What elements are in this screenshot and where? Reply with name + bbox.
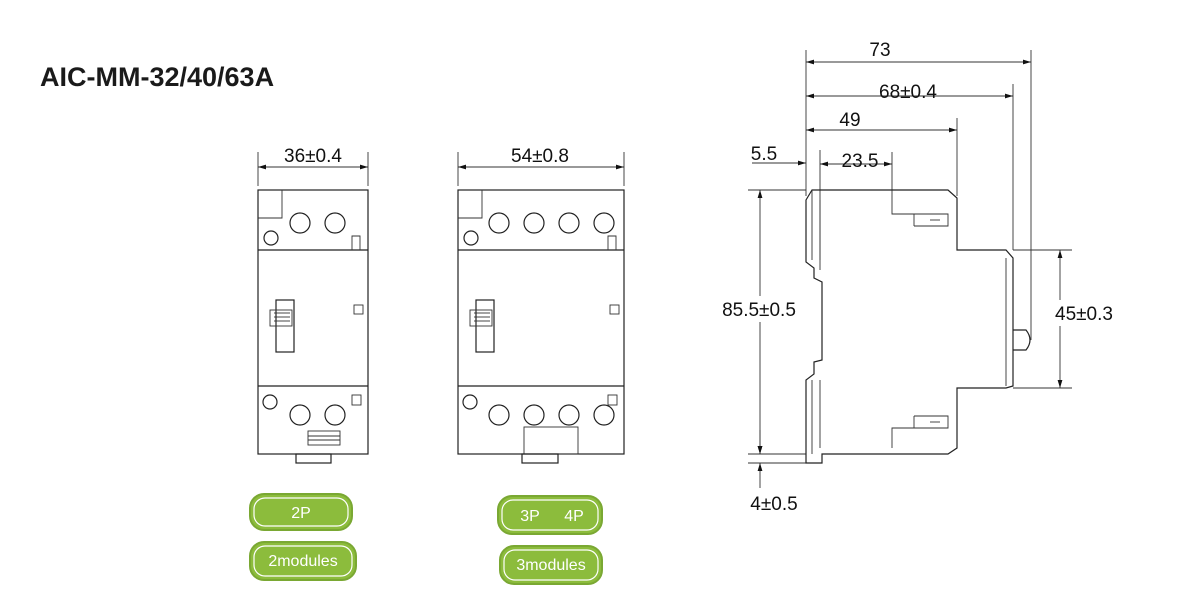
dim-5-5: 5.5	[751, 144, 777, 165]
badge-3p-label: 3P	[520, 508, 540, 525]
dim-width-2p: 36±0.4	[284, 146, 342, 167]
badge-3modules-label: 3modules	[516, 557, 585, 574]
side-view: 73 68±0.4 49 5.5 23.5 85.5±0.5 45±0.3 4±…	[708, 40, 1126, 515]
dim-85-5: 85.5±0.5	[722, 300, 796, 321]
badge-2modules-label: 2modules	[268, 553, 337, 570]
dim-68: 68±0.4	[879, 82, 937, 103]
dim-width-3p: 54±0.8	[511, 146, 569, 167]
dim-49: 49	[839, 110, 860, 131]
dim-45: 45±0.3	[1055, 304, 1113, 325]
badge-3modules: 3modules	[499, 545, 603, 585]
badge-3p-4p: 3P 4P	[497, 495, 603, 535]
badge-2p: 2P	[249, 493, 353, 531]
front-view-2p: 36±0.4	[257, 146, 369, 464]
badge-2p-label: 2P	[291, 505, 311, 522]
badge-4p-label: 4P	[564, 508, 584, 525]
page-title: AIC-MM-32/40/63A	[40, 62, 275, 92]
dim-23-5: 23.5	[842, 151, 879, 172]
front-view-3p: 54±0.8	[457, 146, 625, 464]
dim-4: 4±0.5	[750, 494, 797, 515]
badge-2modules: 2modules	[249, 541, 357, 581]
dim-73: 73	[869, 40, 890, 61]
